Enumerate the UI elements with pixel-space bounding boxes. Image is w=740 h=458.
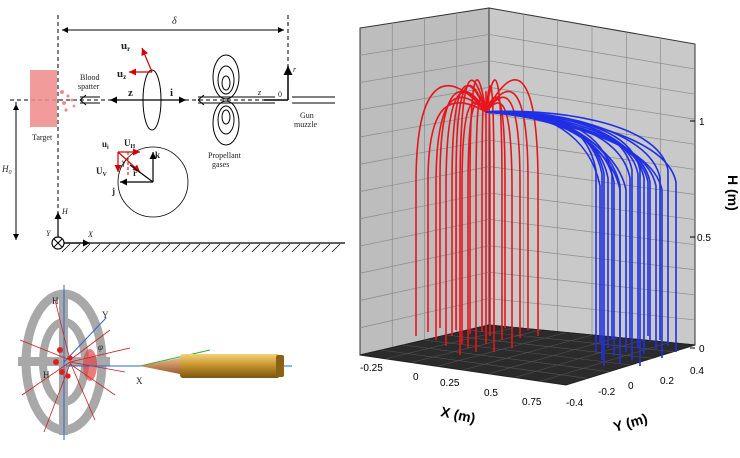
target-y-axis bbox=[63, 317, 107, 363]
inset-circle bbox=[117, 146, 189, 218]
spatter-rays bbox=[19, 299, 131, 433]
r-italic-label: r bbox=[293, 65, 297, 74]
x-tick-075: 0.75 bbox=[522, 397, 542, 408]
floor-grid bbox=[381, 327, 674, 382]
h-tick-0-5: 0.5 bbox=[697, 233, 711, 244]
uh-label: UH bbox=[124, 138, 136, 150]
trajectory-curve bbox=[415, 84, 487, 336]
trajectory-curve bbox=[469, 79, 487, 334]
h0-label: H0 bbox=[1, 164, 12, 176]
trajectory-curve bbox=[445, 91, 487, 346]
target-impact-diagram: H Y φ H X θ bbox=[18, 285, 292, 440]
yaw-line bbox=[139, 349, 211, 367]
muzzle-flow-arrow bbox=[198, 96, 275, 104]
k-bold-label: k bbox=[155, 150, 160, 160]
r-bold-label: r bbox=[133, 168, 137, 178]
i-bold-label: i bbox=[170, 87, 173, 99]
trajectory-curve bbox=[485, 90, 529, 330]
z-bold-label: z bbox=[128, 87, 133, 99]
h-axis-label: H (m) bbox=[725, 175, 740, 211]
target-block bbox=[30, 70, 57, 127]
y-axis-label: Y (m) bbox=[611, 410, 649, 435]
bullet-casing bbox=[180, 354, 280, 378]
y-tick-02: 0.2 bbox=[660, 376, 674, 387]
trajectory-curve bbox=[481, 102, 487, 332]
target-h0-label: H bbox=[43, 370, 50, 380]
blood-spatter-dots bbox=[60, 90, 76, 112]
trajectory-curve bbox=[485, 79, 539, 336]
gun-label-2: muzzle bbox=[294, 120, 318, 129]
h-tick-0: 0 bbox=[699, 344, 705, 355]
y-tick-neg02: -0.2 bbox=[598, 387, 616, 398]
gun-label-1: Gun bbox=[300, 111, 314, 120]
trajectory-curve bbox=[451, 84, 487, 336]
trajectory-curve bbox=[439, 90, 487, 328]
propellant-label-1: Propellant bbox=[208, 151, 242, 160]
ui-vector bbox=[117, 151, 141, 173]
ui-label: ui bbox=[102, 139, 109, 151]
world-h-label: H bbox=[61, 207, 69, 216]
blood-label-1: Blood bbox=[80, 73, 100, 82]
world-y-label: Y bbox=[46, 229, 52, 238]
propellant-rings bbox=[212, 54, 240, 146]
y-tick-04: 0.4 bbox=[690, 366, 704, 377]
uz-label: uz bbox=[117, 68, 126, 81]
origin-label: 0 bbox=[278, 90, 282, 99]
target-x-label: X bbox=[136, 376, 143, 386]
uv-label: UV bbox=[96, 166, 108, 178]
propellant-label-2: gases bbox=[212, 160, 229, 169]
z-italic-label: z bbox=[257, 88, 262, 97]
world-x-label: X bbox=[87, 230, 94, 239]
trajectory-curve bbox=[485, 96, 521, 338]
trajectory-curve bbox=[485, 96, 491, 336]
x-tick-05: 0.5 bbox=[484, 388, 498, 399]
target-label: Target bbox=[32, 133, 53, 142]
trajectory-curve bbox=[485, 79, 503, 340]
impact-zone bbox=[83, 349, 97, 381]
ur-label: ur bbox=[121, 40, 130, 53]
bullet-base bbox=[276, 355, 284, 377]
x-tick-neg025: -0.25 bbox=[360, 363, 383, 374]
series-b-trajectories bbox=[485, 110, 677, 366]
trajectory-schematic: δ Target Blood spatter z i ur uz bbox=[1, 15, 345, 253]
blood-label-2: spatter bbox=[78, 82, 100, 91]
ground-hatch bbox=[61, 243, 341, 253]
trajectory-3d-plot: 0 0.5 1 -0.25 0 0.25 0.5 0.75 -0.4 -0.2 … bbox=[359, 7, 740, 435]
h-tick-1: 1 bbox=[699, 117, 705, 128]
target-phi-label: φ bbox=[98, 342, 103, 352]
ur-vector bbox=[141, 47, 153, 73]
trajectory-curve bbox=[485, 111, 677, 352]
trajectory-curve bbox=[459, 79, 487, 355]
y-tick-0: 0 bbox=[628, 381, 634, 392]
j-bold-label: j bbox=[111, 186, 115, 196]
target-y-label: Y bbox=[102, 310, 109, 320]
trajectory-curve bbox=[455, 84, 487, 330]
x-tick-025: 0.25 bbox=[440, 378, 460, 389]
bullet-tip bbox=[140, 358, 180, 374]
y-tick-neg04: -0.4 bbox=[566, 398, 584, 409]
spatter-drops bbox=[53, 347, 73, 379]
delta-label: δ bbox=[172, 16, 177, 27]
trajectory-curve bbox=[485, 85, 495, 352]
x-axis-label: X (m) bbox=[439, 403, 477, 426]
r-vector bbox=[129, 164, 154, 183]
series-a-trajectories bbox=[415, 79, 539, 355]
gun-barrel bbox=[292, 96, 335, 104]
trajectory-curve bbox=[485, 111, 605, 366]
gamma-label: γ bbox=[122, 157, 126, 167]
trajectory-curve bbox=[461, 102, 487, 344]
x-tick-0: 0 bbox=[413, 372, 419, 383]
trajectory-curve bbox=[427, 102, 487, 332]
